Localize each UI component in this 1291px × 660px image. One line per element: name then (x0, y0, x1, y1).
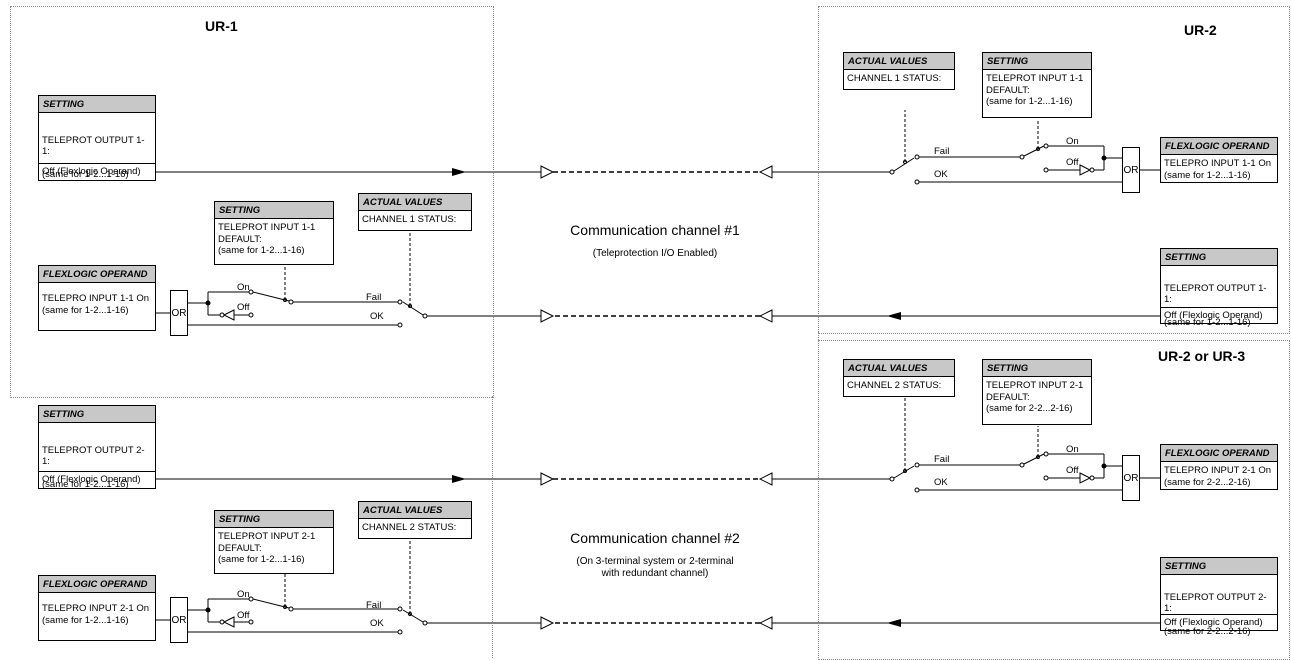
ur1-ch2-input-setting: SETTING TELEPROT INPUT 2-1 DEFAULT: (sam… (214, 510, 334, 574)
setting-text: TELEPROT INPUT 1-1 DEFAULT: (same for 1-… (218, 222, 316, 256)
ur3-ch2-on-label: On (1066, 444, 1079, 455)
actual-values-header: ACTUAL VALUES (844, 53, 954, 70)
setting-line2: (same for 1-2...1-16) (1164, 317, 1251, 328)
ur1-ch1-flexlogic-operand: FLEXLOGIC OPERAND TELEPRO INPUT 1-1 On (… (38, 265, 156, 331)
ur1-ch1-or-gate: OR (170, 290, 188, 336)
channel-status: CHANNEL 2 STATUS: (847, 380, 942, 391)
setting-value: Off (Flexlogic Operand) (39, 471, 155, 488)
channel2-caption: Communication channel #2 (On 3-terminal … (540, 530, 770, 580)
ur2-ch1-off-label: Off (1066, 157, 1079, 168)
ur3-ch2-output-setting: SETTING TELEPROT OUTPUT 2-1: (same for 2… (1160, 557, 1278, 637)
ur3-ch2-ok-label: OK (934, 477, 948, 488)
setting-value: Off (Flexlogic Operand) (1161, 307, 1277, 324)
ur1-ch1-actual-values: ACTUAL VALUES CHANNEL 1 STATUS: (358, 193, 472, 231)
ch2-forward-line (156, 398, 1160, 493)
ur2-ch1-flexlogic-operand: FLEXLOGIC OPERAND TELEPRO INPUT 1-1 On (… (1160, 137, 1278, 183)
setting-line1: TELEPROT OUTPUT 2-1: (1164, 591, 1267, 615)
ur2-ch1-ok-label: OK (934, 169, 948, 180)
setting-header: SETTING (1161, 558, 1277, 575)
ch1-forward-line (156, 110, 1160, 185)
operand-text: TELEPRO INPUT 1-1 On (same for 1-2...1-1… (1164, 158, 1271, 181)
channel1-caption: Communication channel #1 (Teleprotection… (540, 222, 770, 260)
ur2-ch1-fail-label: Fail (934, 146, 950, 157)
ur1-title: UR-1 (205, 18, 238, 34)
ur1-ch2-or-gate: OR (170, 597, 188, 643)
ur3-ch2-or-gate: OR (1122, 455, 1140, 501)
operand-text: TELEPRO INPUT 1-1 On (same for 1-2...1-1… (42, 293, 149, 316)
setting-header: SETTING (39, 96, 155, 113)
ur1-ch1-on-label: On (237, 282, 250, 293)
setting-value: Off (Flexlogic Operand) (39, 163, 155, 180)
setting-line2: (same for 2-2...2-16) (1164, 626, 1251, 637)
ch1-reverse-line (156, 230, 1160, 328)
flexlogic-header: FLEXLOGIC OPERAND (39, 266, 155, 283)
setting-header: SETTING (983, 360, 1091, 377)
ur1-ch2-on-label: On (237, 589, 250, 600)
setting-header: SETTING (1161, 249, 1277, 266)
setting-value: Off (Flexlogic Operand) (1161, 614, 1277, 631)
ur1-ch1-output-setting: SETTING TELEPROT OUTPUT 1-1: (same for 1… (38, 95, 156, 181)
ur3-ch2-fail-label: Fail (934, 454, 950, 465)
ur3-ch2-off-label: Off (1066, 465, 1079, 476)
ur1-ch2-ok-label: OK (370, 618, 384, 629)
actual-values-header: ACTUAL VALUES (359, 502, 471, 519)
actual-values-header: ACTUAL VALUES (844, 360, 954, 377)
ur1-ch2-off-label: Off (237, 610, 250, 621)
flexlogic-header: FLEXLOGIC OPERAND (1161, 445, 1277, 462)
ch2-reverse-line (156, 538, 1160, 635)
setting-line2: (same for 1-2...1-16) (42, 169, 129, 180)
ur3-ch2-actual-values: ACTUAL VALUES CHANNEL 2 STATUS: (843, 359, 955, 397)
ur1-ch2-fail-label: Fail (366, 600, 382, 611)
ur1-ch1-ok-label: OK (370, 311, 384, 322)
ur1-ch1-fail-label: Fail (366, 292, 382, 303)
setting-line1: TELEPROT OUTPUT 1-1: (42, 134, 145, 158)
setting-header: SETTING (39, 406, 155, 423)
setting-line2: (same for 1-2...1-16) (42, 479, 129, 490)
ur1-ch2-output-setting: SETTING TELEPROT OUTPUT 2-1: (same for 1… (38, 405, 156, 490)
ur1-ch2-actual-values: ACTUAL VALUES CHANNEL 2 STATUS: (358, 501, 472, 539)
setting-text: TELEPROT INPUT 1-1 DEFAULT: (same for 1-… (986, 73, 1084, 107)
ur3-ch2-input-setting: SETTING TELEPROT INPUT 2-1 DEFAULT: (sam… (982, 359, 1092, 425)
channel-status: CHANNEL 2 STATUS: (362, 522, 457, 533)
ur2-ch1-on-label: On (1066, 136, 1079, 147)
channel2-subtitle: (On 3-terminal system or 2-terminal with… (576, 556, 734, 579)
setting-header: SETTING (215, 202, 333, 219)
setting-header: SETTING (215, 511, 333, 528)
operand-text: TELEPRO INPUT 2-1 On (same for 1-2...1-1… (42, 603, 149, 626)
ur2-ch1-input-setting: SETTING TELEPROT INPUT 1-1 DEFAULT: (sam… (982, 52, 1092, 118)
channel2-title: Communication channel #2 (570, 530, 740, 546)
ur2-title: UR-2 (1184, 22, 1217, 38)
ur1-ch2-flexlogic-operand: FLEXLOGIC OPERAND TELEPRO INPUT 2-1 On (… (38, 575, 156, 641)
actual-values-header: ACTUAL VALUES (359, 194, 471, 211)
channel1-subtitle: (Teleprotection I/O Enabled) (592, 248, 718, 259)
setting-text: TELEPROT INPUT 2-1 DEFAULT: (same for 1-… (218, 531, 316, 565)
flexlogic-header: FLEXLOGIC OPERAND (39, 576, 155, 593)
channel-status: CHANNEL 1 STATUS: (362, 214, 457, 225)
channel1-title: Communication channel #1 (570, 222, 740, 238)
ur1-ch1-off-label: Off (237, 302, 250, 313)
setting-text: TELEPROT INPUT 2-1 DEFAULT: (same for 2-… (986, 380, 1084, 414)
setting-line1: TELEPROT OUTPUT 1-1: (1164, 282, 1267, 306)
channel-status: CHANNEL 1 STATUS: (847, 73, 942, 84)
ur2-ch1-or-gate: OR (1122, 147, 1140, 193)
setting-line1: TELEPROT OUTPUT 2-1: (42, 444, 145, 468)
ur23-title: UR-2 or UR-3 (1158, 348, 1246, 364)
ur3-ch2-flexlogic-operand: FLEXLOGIC OPERAND TELEPRO INPUT 2-1 On (… (1160, 444, 1278, 490)
flexlogic-header: FLEXLOGIC OPERAND (1161, 138, 1277, 155)
ur1-ch1-input-setting: SETTING TELEPROT INPUT 1-1 DEFAULT: (sam… (214, 201, 334, 265)
setting-header: SETTING (983, 53, 1091, 70)
operand-text: TELEPRO INPUT 2-1 On (same for 2-2...2-1… (1164, 465, 1271, 488)
ur2-ch1-actual-values: ACTUAL VALUES CHANNEL 1 STATUS: (843, 52, 955, 90)
ur2-ch1-output-setting: SETTING TELEPROT OUTPUT 1-1: (same for 1… (1160, 248, 1278, 328)
